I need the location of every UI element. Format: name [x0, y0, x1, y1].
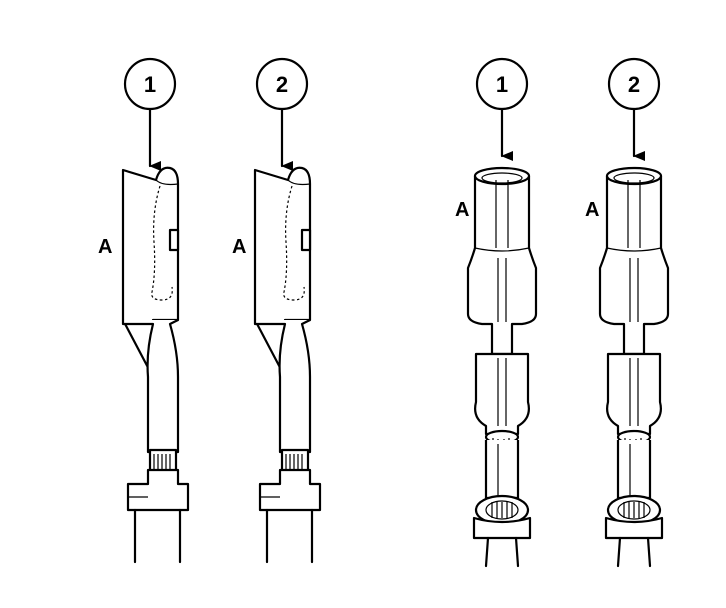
part-label-a: A	[98, 236, 112, 258]
part-label-a: A	[455, 199, 469, 221]
flat-terminal-2: 2 A	[232, 57, 322, 564]
callout-number: 2	[628, 72, 640, 97]
round-terminal-2: 2 A	[585, 57, 670, 568]
round-terminal-1: 1 A	[455, 57, 538, 568]
callout-number: 1	[496, 72, 508, 97]
part-label-a: A	[232, 236, 246, 258]
callout-number: 2	[276, 72, 288, 97]
callout-number: 1	[144, 72, 156, 97]
flat-terminal-1: 1 A	[98, 57, 190, 564]
part-label-a: A	[585, 199, 599, 221]
